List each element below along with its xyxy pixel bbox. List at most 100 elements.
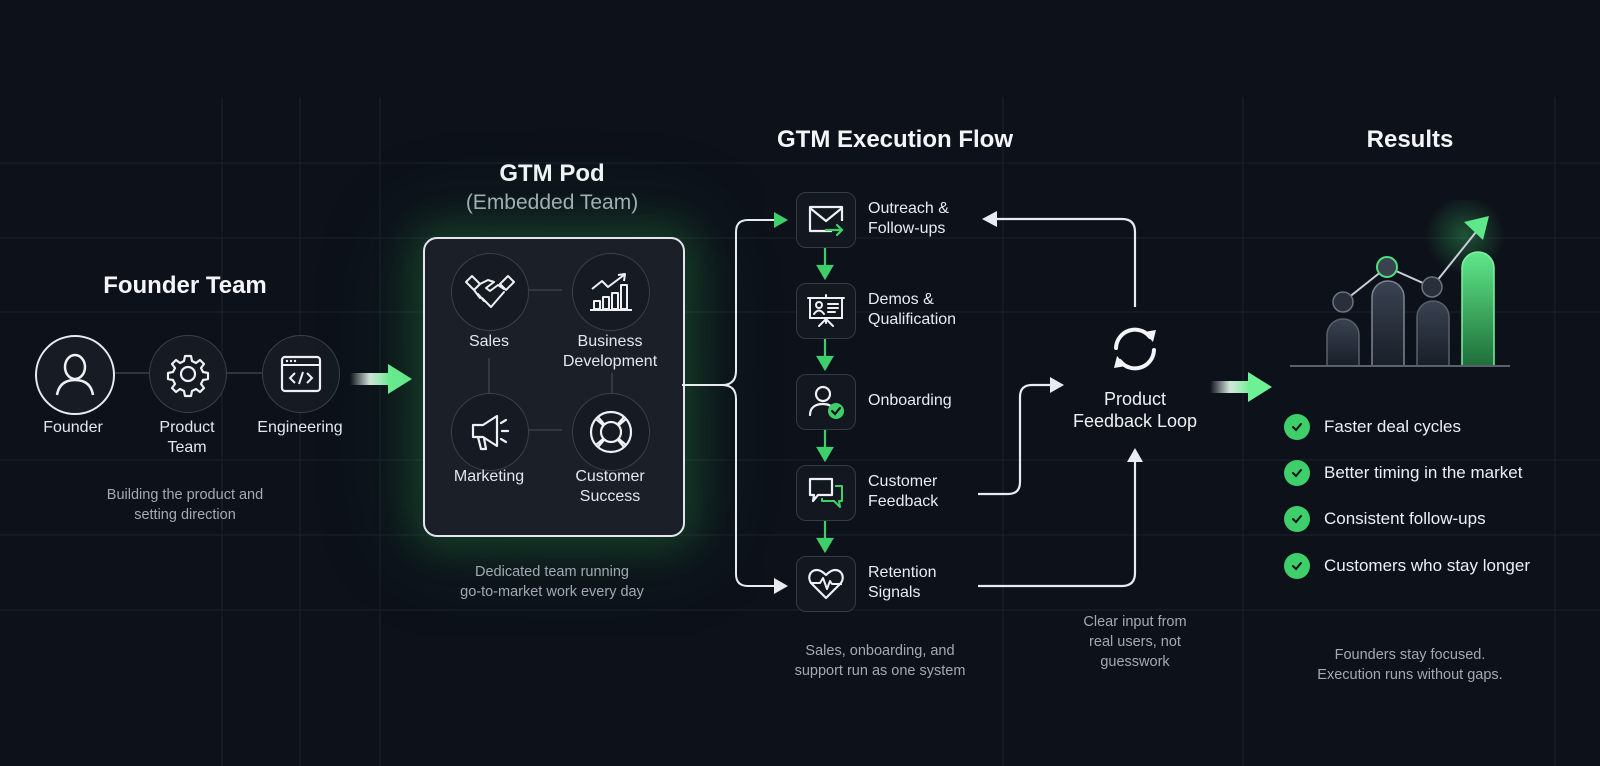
gtm-pod-caption-line2: go-to-market work every day	[460, 584, 644, 600]
gtm-pod-subtitle: (Embedded Team)	[465, 191, 639, 214]
engineering-node[interactable]	[262, 335, 340, 413]
sales-node[interactable]	[451, 253, 529, 331]
feedback-loop-caption: Clear input from real users, not guesswo…	[1045, 612, 1225, 672]
gtm-pod-caption-line1: Dedicated team running	[475, 564, 629, 580]
execution-flow-title: GTM Execution Flow	[776, 126, 1013, 153]
check-icon	[1284, 414, 1310, 440]
result-point-3	[1421, 276, 1443, 298]
feedback-loop-line2: Feedback Loop	[1072, 411, 1198, 431]
step-feedback-line2: Feedback	[868, 493, 939, 510]
gtm-pod-title: GTM Pod	[499, 160, 605, 187]
feedback-loop-node[interactable]	[1106, 320, 1164, 378]
megaphone-icon	[471, 414, 510, 451]
marketing-label: Marketing	[453, 468, 525, 485]
mail-send-icon	[808, 205, 844, 237]
feedback-loop-label: Product Feedback Loop	[1045, 388, 1225, 432]
feedback-caption-line2: real users, not	[1089, 634, 1181, 650]
result-bar-1	[1326, 318, 1360, 365]
heart-pulse-icon	[808, 568, 844, 600]
business-development-line1: Business	[577, 333, 643, 350]
presentation-icon	[807, 294, 845, 327]
gtm-pod-caption: Dedicated team running go-to-market work…	[420, 562, 684, 602]
execution-caption-line2: support run as one system	[794, 663, 966, 679]
engineering-label: Engineering	[257, 419, 343, 436]
refresh-cycle-icon	[1114, 327, 1156, 371]
code-window-icon	[280, 355, 322, 393]
founder-team-connectors	[112, 372, 263, 374]
results-caption: Founders stay focused. Execution runs wi…	[1290, 645, 1530, 685]
step-feedback-box[interactable]	[796, 465, 856, 521]
feedback-loop-line1: Product	[1103, 389, 1167, 409]
step-retention-label: Retention Signals	[868, 563, 937, 603]
result-item: Consistent follow-ups	[1284, 506, 1486, 532]
product-team-label-line2: Team	[167, 439, 207, 456]
result-text: Consistent follow-ups	[1324, 509, 1486, 528]
step-demos-label: Demos & Qualification	[868, 290, 956, 330]
results-caption-line1: Founders stay focused.	[1334, 647, 1486, 663]
founder-label: Founder	[43, 419, 103, 436]
execution-flow-caption: Sales, onboarding, and support run as on…	[770, 641, 990, 681]
check-icon	[1284, 506, 1310, 532]
result-point-2	[1376, 256, 1398, 278]
results-title: Results	[1366, 126, 1454, 153]
customer-success-label: Customer Success	[550, 467, 670, 507]
step-retention-line1: Retention	[868, 564, 937, 581]
feedback-caption-line3: guesswork	[1100, 654, 1170, 670]
founder-node[interactable]	[35, 335, 115, 415]
customer-success-node[interactable]	[572, 393, 650, 471]
result-item: Customers who stay longer	[1284, 553, 1530, 579]
business-development-label: Business Development	[550, 332, 670, 372]
product-team-node[interactable]	[149, 335, 227, 413]
chat-bubbles-icon	[808, 477, 843, 508]
user-check-icon	[808, 385, 844, 419]
product-team-label-line1: Product	[159, 419, 215, 436]
results-growth-chart	[1290, 200, 1510, 367]
step-outreach-line1: Outreach &	[868, 200, 949, 217]
results-caption-line2: Execution runs without gaps.	[1317, 667, 1503, 683]
step-onboarding-box[interactable]	[796, 374, 856, 430]
person-icon	[55, 353, 95, 396]
transition-arrow-icon	[350, 364, 412, 394]
gear-icon	[166, 354, 210, 398]
step-demos-line2: Qualification	[868, 311, 957, 328]
founder-caption-line2: setting direction	[134, 507, 236, 523]
transition-arrow-icon-2	[1210, 372, 1272, 402]
founder-caption-line1: Building the product and	[106, 487, 264, 503]
result-trend-arrowhead	[1464, 216, 1489, 240]
result-item: Better timing in the market	[1284, 460, 1522, 486]
feedback-caption-line1: Clear input from	[1083, 614, 1187, 630]
business-development-line2: Development	[562, 353, 658, 370]
execution-caption-line1: Sales, onboarding, and	[805, 643, 955, 659]
step-outreach-label: Outreach & Follow-ups	[868, 199, 949, 239]
result-point-1	[1332, 291, 1354, 313]
result-text: Better timing in the market	[1324, 463, 1523, 482]
sales-label: Sales	[468, 333, 510, 350]
growth-chart-icon	[590, 273, 632, 311]
step-feedback-label: Customer Feedback	[868, 472, 938, 512]
flow-arrowhead-top	[774, 212, 788, 228]
result-item: Faster deal cycles	[1284, 414, 1461, 440]
customer-success-line2: Success	[579, 488, 641, 505]
business-development-node[interactable]	[572, 253, 650, 331]
step-demos-box[interactable]	[796, 283, 856, 339]
check-icon	[1284, 460, 1310, 486]
step-demos-line1: Demos &	[868, 291, 934, 308]
result-bar-2	[1371, 280, 1405, 365]
lifebuoy-icon	[589, 410, 633, 454]
handshake-icon	[465, 275, 515, 308]
check-icon	[1284, 553, 1310, 579]
result-text: Customers who stay longer	[1324, 556, 1530, 575]
step-feedback-line1: Customer	[868, 473, 938, 490]
step-outreach-box[interactable]	[796, 192, 856, 248]
product-team-label: Product Team	[134, 418, 240, 458]
result-text: Faster deal cycles	[1324, 417, 1461, 436]
marketing-node[interactable]	[451, 393, 529, 471]
step-retention-box[interactable]	[796, 556, 856, 612]
step-onboarding-label: Onboarding	[868, 392, 952, 409]
founder-team-title: Founder Team	[103, 272, 267, 299]
step-retention-line2: Signals	[868, 584, 921, 601]
result-bar-4	[1461, 251, 1495, 365]
result-bar-3	[1416, 300, 1450, 365]
flow-arrowhead-bottom	[774, 578, 788, 594]
